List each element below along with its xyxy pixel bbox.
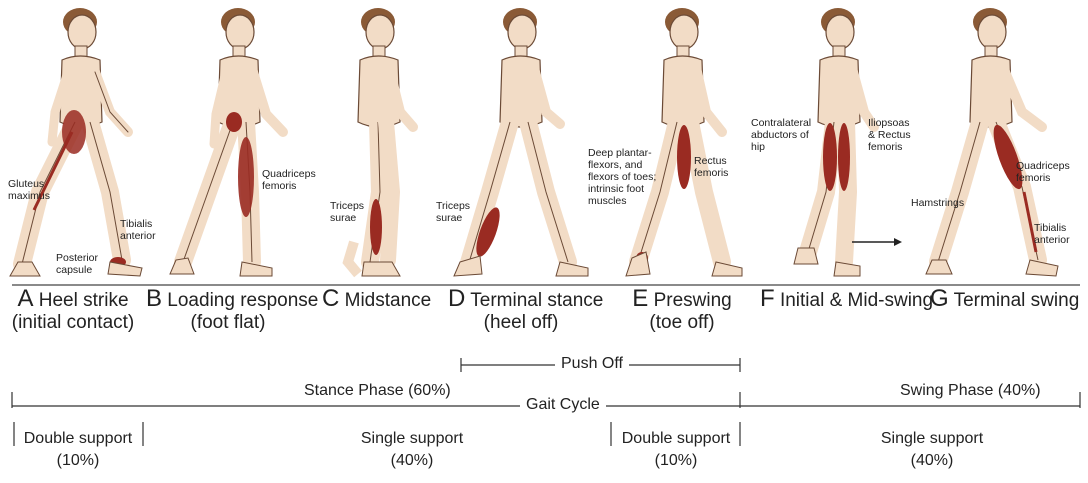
walking-figures-strip <box>9 7 1080 286</box>
label-triceps-d: Triceps surae <box>436 200 471 224</box>
stance-phase-label: Stance Phase (60%) <box>298 382 457 400</box>
single-support-1: Single support (40%) <box>360 430 464 469</box>
label-quadriceps-g: Quadriceps femoris <box>1016 160 1070 184</box>
figure-e <box>625 7 743 277</box>
phase-c-label: C Midstance <box>322 285 432 312</box>
figure-c <box>342 7 418 278</box>
label-iliopsoas-rectus: Iliopsoas & Rectus femoris <box>868 117 911 153</box>
label-posterior-capsule: Posterior capsule <box>56 252 99 276</box>
gait-cycle-label: Gait Cycle <box>520 396 606 414</box>
label-tibialis-anterior-a: Tibialis anterior <box>120 218 156 242</box>
figure-d <box>453 7 589 277</box>
label-hamstrings: Hamstrings <box>911 197 965 209</box>
phase-g-label: G Terminal swing <box>930 285 1080 312</box>
phase-f-label: F Initial & Mid-swing <box>760 285 934 312</box>
label-tibialis-anterior-g: Tibialis anterior <box>1034 222 1070 246</box>
phase-e-label: E Preswing (toe off) <box>632 285 732 334</box>
swing-phase-label: Swing Phase (40%) <box>894 382 1047 400</box>
double-support-2: Double support (10%) <box>621 430 731 469</box>
label-quadriceps-b: Quadriceps femoris <box>262 168 316 192</box>
phase-d-label: D Terminal stance (heel off) <box>448 285 604 334</box>
double-support-1: Double support (10%) <box>23 430 133 469</box>
figure-f <box>793 7 902 277</box>
label-contralateral-abductors: Contralateral abductors of hip <box>751 117 812 153</box>
label-deep-plantarflexors: Deep plantar- flexors, and flexors of to… <box>588 147 657 207</box>
label-gluteus-maximus: Gluteus maximus <box>8 178 51 202</box>
single-support-2: Single support (40%) <box>880 430 984 469</box>
figure-g <box>925 7 1059 277</box>
label-triceps-c: Triceps surae <box>330 200 365 224</box>
figure-b <box>169 7 288 277</box>
figure-a <box>9 7 143 277</box>
phase-b-label: B Loading response (foot flat) <box>146 285 319 334</box>
push-off-label: Push Off <box>555 355 629 373</box>
label-rectus-femoris-e: Rectus femoris <box>694 155 729 179</box>
phase-a-label: A Heel strike (initial contact) <box>11 285 135 334</box>
